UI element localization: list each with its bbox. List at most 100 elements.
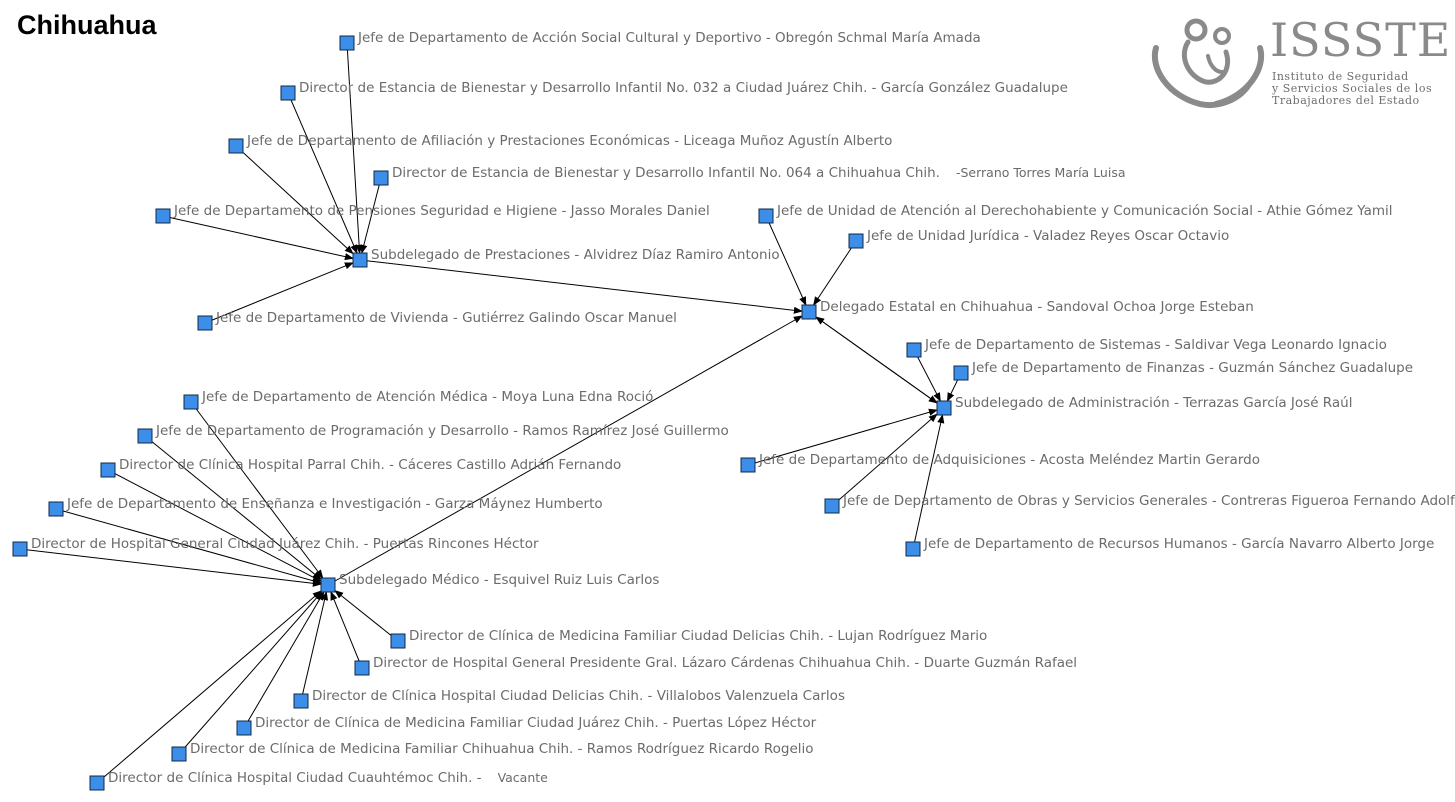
- node-label: Jefe de Departamento de Atención Médica …: [201, 389, 653, 405]
- node-box[interactable]: [320, 577, 336, 593]
- node-n8[interactable]: Jefe de Unidad Jurídica - Valadez Reyes …: [848, 228, 1229, 249]
- node-label: Delegado Estatal en Chihuahua - Sandoval…: [820, 299, 1254, 315]
- node-box[interactable]: [280, 85, 296, 101]
- edge-n22-to-sub_med: [243, 591, 325, 729]
- node-n13[interactable]: Jefe de Departamento de Recursos Humanos…: [905, 536, 1434, 557]
- node-box[interactable]: [155, 208, 171, 224]
- node-n23[interactable]: Director de Clínica de Medicina Familiar…: [171, 741, 814, 762]
- node-n9[interactable]: Jefe de Departamento de Sistemas - Saldi…: [906, 337, 1387, 358]
- node-n10[interactable]: Jefe de Departamento de Finanzas - Guzmá…: [953, 360, 1413, 381]
- node-box[interactable]: [801, 304, 817, 320]
- node-box[interactable]: [906, 342, 922, 358]
- node-label: Director de Clínica Hospital Parral Chih…: [119, 457, 621, 473]
- node-n4[interactable]: Director de Estancia de Bienestar y Desa…: [373, 165, 1126, 186]
- node-label: Jefe de Departamento de Programación y D…: [155, 423, 729, 439]
- node-box[interactable]: [758, 208, 774, 224]
- edge-n17-to-sub_med: [55, 508, 322, 585]
- node-label: Director de Estancia de Bienestar y Desa…: [392, 165, 940, 181]
- node-n21[interactable]: Director de Clínica Hospital Ciudad Deli…: [293, 688, 845, 709]
- node-n15[interactable]: Jefe de Departamento de Programación y D…: [137, 423, 729, 444]
- node-n6[interactable]: Jefe de Departamento de Vivienda - Gutié…: [197, 310, 677, 331]
- node-box[interactable]: [228, 138, 244, 154]
- node-sub_prest[interactable]: Subdelegado de Prestaciones - Alvidrez D…: [352, 247, 780, 268]
- edge-n18-to-sub_med: [19, 548, 322, 587]
- node-box[interactable]: [936, 400, 952, 416]
- edge-n15-to-sub_med: [144, 435, 322, 580]
- edge-sub_admin-to-delegado: [815, 316, 945, 409]
- node-label: Jefe de Departamento de Adquisiciones - …: [758, 452, 1260, 468]
- node-box[interactable]: [905, 541, 921, 557]
- node-box[interactable]: [171, 746, 187, 762]
- node-n16[interactable]: Director de Clínica Hospital Parral Chih…: [100, 457, 621, 478]
- edge-n3-to-sub_prest: [235, 145, 354, 255]
- node-n22[interactable]: Director de Clínica de Medicina Familiar…: [236, 715, 817, 736]
- node-label: Subdelegado de Prestaciones - Alvidrez D…: [371, 247, 780, 263]
- node-box[interactable]: [373, 170, 389, 186]
- node-box[interactable]: [953, 365, 969, 381]
- node-box[interactable]: [137, 428, 153, 444]
- issste-logo: ISSSTE Instituto de Seguridad y Servicio…: [1151, 13, 1448, 108]
- node-n24[interactable]: Director de Clínica Hospital Ciudad Cuau…: [89, 770, 549, 791]
- node-label: Jefe de Departamento de Pensiones Seguri…: [173, 203, 710, 219]
- node-label: Director de Clínica Hospital Ciudad Deli…: [312, 688, 845, 704]
- node-box[interactable]: [197, 315, 213, 331]
- node-label-suffix: Vacante: [498, 770, 549, 785]
- node-label: Director de Clínica Hospital Ciudad Cuau…: [108, 770, 482, 786]
- node-box[interactable]: [89, 775, 105, 791]
- page-title: Chihuahua: [17, 10, 157, 40]
- node-box[interactable]: [848, 233, 864, 249]
- node-label: Subdelegado Médico - Esquivel Ruiz Luis …: [339, 572, 659, 588]
- logo-line-2: y Servicios Sociales de los: [1271, 82, 1432, 95]
- edge-sub_prest-to-delegado: [359, 259, 803, 314]
- node-n5[interactable]: Jefe de Departamento de Pensiones Seguri…: [155, 203, 710, 224]
- node-n19[interactable]: Director de Clínica de Medicina Familiar…: [390, 628, 987, 649]
- node-label: Jefe de Unidad Jurídica - Valadez Reyes …: [866, 228, 1229, 244]
- node-n20[interactable]: Director de Hospital General Presidente …: [354, 655, 1077, 676]
- node-label: Director de Clínica de Medicina Familiar…: [190, 741, 814, 757]
- node-label: Jefe de Departamento de Enseñanza e Inve…: [66, 496, 603, 512]
- edge-n20-to-sub_med: [330, 591, 363, 669]
- edge-n4-to-sub_prest: [360, 177, 382, 254]
- node-n11[interactable]: Jefe de Departamento de Adquisiciones - …: [740, 452, 1260, 473]
- edge-n9-to-sub_admin: [913, 349, 941, 402]
- node-n14[interactable]: Jefe de Departamento de Atención Médica …: [183, 389, 653, 410]
- node-delegado[interactable]: Delegado Estatal en Chihuahua - Sandoval…: [801, 299, 1254, 320]
- node-box[interactable]: [236, 720, 252, 736]
- node-n17[interactable]: Jefe de Departamento de Enseñanza e Inve…: [48, 496, 603, 517]
- node-box[interactable]: [354, 660, 370, 676]
- edge-n6-to-sub_prest: [204, 262, 354, 324]
- logo-line-1: Instituto de Seguridad: [1272, 70, 1409, 83]
- node-box[interactable]: [48, 501, 64, 517]
- node-label: Director de Hospital General Presidente …: [373, 655, 1077, 671]
- edge-n19-to-sub_med: [334, 590, 399, 642]
- node-label: Director de Clínica de Medicina Familiar…: [255, 715, 817, 731]
- node-box[interactable]: [740, 457, 756, 473]
- node-label: Jefe de Departamento de Afiliación y Pre…: [246, 133, 892, 149]
- node-box[interactable]: [183, 394, 199, 410]
- edge-n2-to-sub_prest: [287, 92, 358, 254]
- node-box[interactable]: [352, 252, 368, 268]
- node-sub_med[interactable]: Subdelegado Médico - Esquivel Ruiz Luis …: [320, 572, 659, 593]
- node-box[interactable]: [12, 541, 28, 557]
- node-sub_admin[interactable]: Subdelegado de Administración - Terrazas…: [936, 395, 1352, 416]
- node-n7[interactable]: Jefe de Unidad de Atención al Derechohab…: [758, 203, 1393, 224]
- node-box[interactable]: [293, 693, 309, 709]
- node-label: Jefe de Departamento de Sistemas - Saldi…: [924, 337, 1387, 353]
- node-n18[interactable]: Director de Hospital General Ciudad Juár…: [12, 536, 539, 557]
- node-label: Director de Clínica de Medicina Familiar…: [409, 628, 987, 644]
- node-label: Jefe de Unidad de Atención al Derechohab…: [776, 203, 1393, 219]
- edge-n24-to-sub_med: [96, 590, 322, 784]
- node-box[interactable]: [339, 35, 355, 51]
- node-n3[interactable]: Jefe de Departamento de Afiliación y Pre…: [228, 133, 892, 154]
- node-box[interactable]: [100, 462, 116, 478]
- edge-n16-to-sub_med: [107, 469, 322, 582]
- node-n12[interactable]: Jefe de Departamento de Obras y Servicio…: [824, 493, 1455, 514]
- edge-n12-to-sub_admin: [831, 413, 938, 507]
- node-box[interactable]: [824, 498, 840, 514]
- node-label: Jefe de Departamento de Vivienda - Gutié…: [215, 310, 677, 326]
- node-n1[interactable]: Jefe de Departamento de Acción Social Cu…: [339, 30, 981, 51]
- node-box[interactable]: [390, 633, 406, 649]
- node-n2[interactable]: Director de Estancia de Bienestar y Desa…: [280, 80, 1068, 101]
- node-label: Jefe de Departamento de Acción Social Cu…: [357, 30, 981, 46]
